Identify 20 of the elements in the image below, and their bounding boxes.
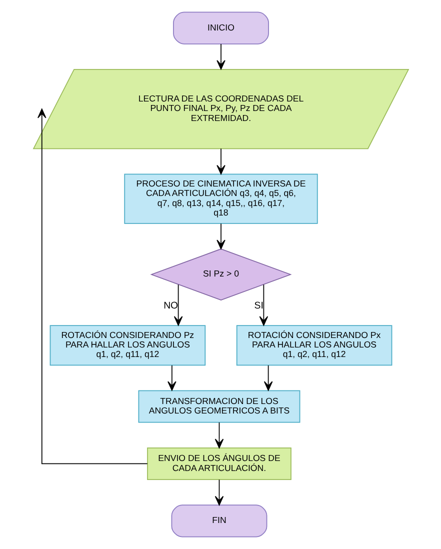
node-box: ENVIO DE LOS ÁNGULOS DE CADA ARTICULACIÓN. (146, 447, 291, 480)
edge-label: NO (163, 300, 178, 312)
arrow (216, 223, 225, 250)
node-box: ROTACIÓN CONSIDERANDO Pz PARA HALLAR LOS ANGULOS q1, q2, q11, q12 (49, 325, 206, 366)
node-box: INICIO (172, 12, 268, 44)
arrow (214, 422, 224, 448)
arrow (173, 284, 182, 326)
node-box: TRANSFORMACION DE LOS ANGULOS GEOMETRICOS A BITS (138, 390, 300, 423)
arrow (214, 479, 224, 506)
arrow (258, 284, 268, 326)
arrow (36, 108, 148, 464)
arrow (216, 44, 225, 70)
node-box: FIN (170, 504, 267, 538)
node-box: ROTACIÓN CONSIDERANDO Px PARA HALLAR LOS ANGULOS q1, q2, q11, q12 (236, 325, 392, 366)
arrow (216, 148, 225, 175)
edge-label: SI (254, 300, 263, 312)
arrow (167, 364, 176, 391)
node-diamond: SI Pz > 0 (150, 248, 292, 300)
arrow (263, 364, 272, 391)
node-box: PROCESO DE CINEMATICA INVERSA DE CADA ARTICULACIÓN q3, q4, q5, q6, q7, q8, q13, q14, q15,, q16, q17, q18 (124, 174, 318, 224)
